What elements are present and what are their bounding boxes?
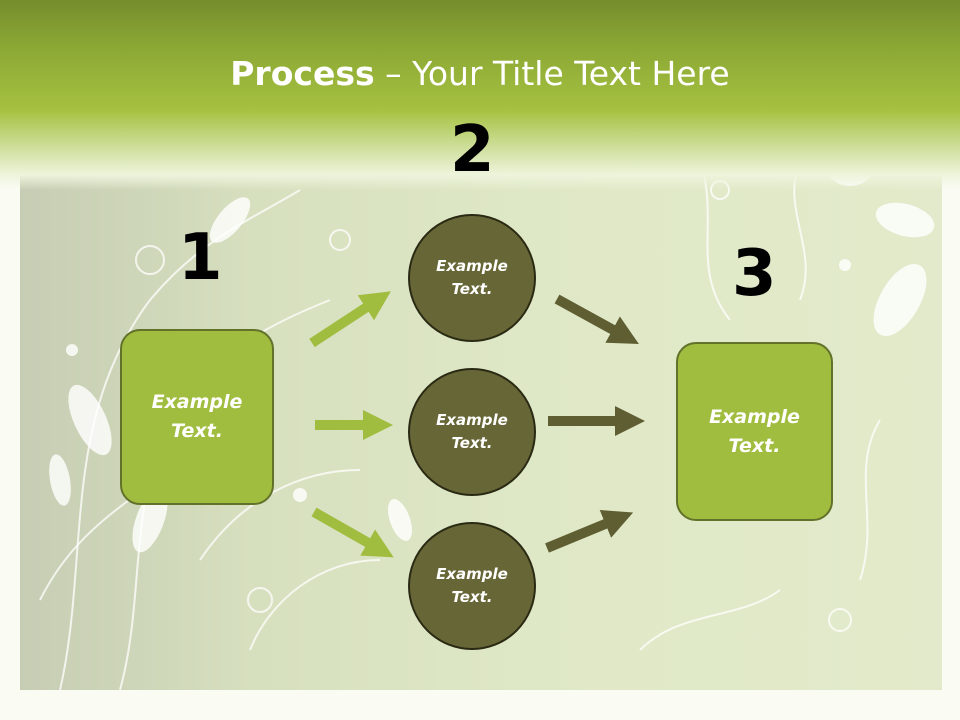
arrow-2a-to-3 xyxy=(554,294,639,345)
step-1-box: Example Text. xyxy=(120,329,274,505)
slide-title: Process – Your Title Text Here xyxy=(0,54,960,93)
step-1-text: Example Text. xyxy=(151,391,243,442)
step-1-number: 1 xyxy=(178,221,223,295)
arrow-1-to-2c xyxy=(311,507,394,558)
step-2-circle-top-text: Example Text. xyxy=(436,257,508,298)
step-2-circle-middle: Example Text. xyxy=(408,368,536,496)
step-3-text: Example Text. xyxy=(709,405,800,457)
step-2-circle-bottom-text: Example Text. xyxy=(436,565,508,606)
step-2-circle-bottom: Example Text. xyxy=(408,522,536,650)
step-2-circle-middle-text: Example Text. xyxy=(436,411,508,452)
title-rest: – Your Title Text Here xyxy=(374,54,730,93)
step-2-number: 2 xyxy=(450,113,495,187)
step-3-number: 3 xyxy=(732,237,777,311)
header-band xyxy=(0,0,960,190)
step-2-circle-top: Example Text. xyxy=(408,214,536,342)
step-3-box: Example Text. xyxy=(676,342,833,521)
title-bold: Process xyxy=(230,54,375,93)
arrow-2c-to-3 xyxy=(545,510,634,553)
arrow-1-to-2a xyxy=(309,291,391,348)
